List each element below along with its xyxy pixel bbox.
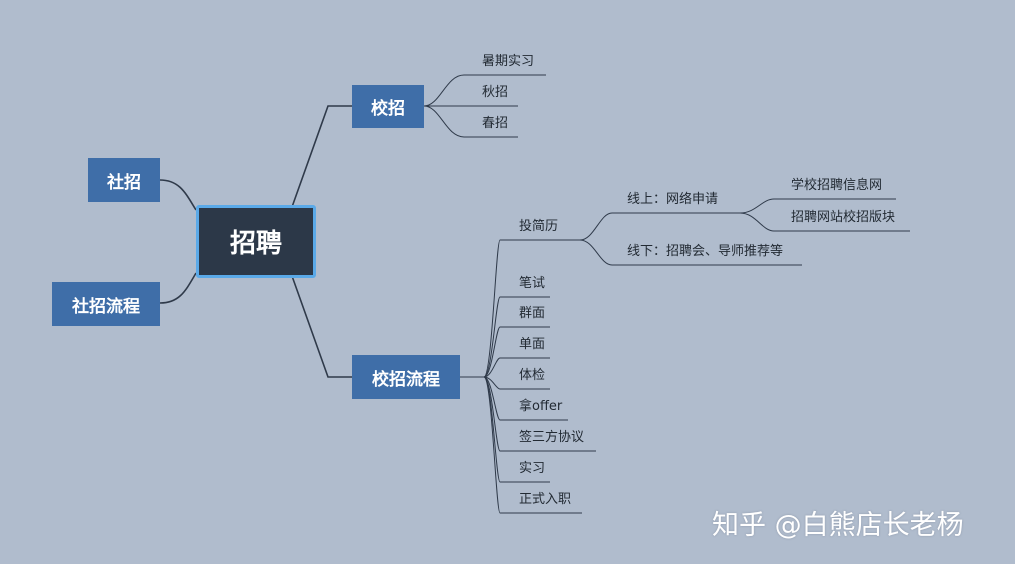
- node-shezhao[interactable]: 社招: [88, 158, 160, 202]
- node-xiaozhao-label: 校招: [371, 99, 405, 119]
- node-shezhao-liucheng-label: 社招流程: [72, 296, 140, 317]
- leaf-online-apply[interactable]: 线上：网络申请: [627, 192, 719, 207]
- line-xiaozhao-1: [423, 74, 546, 107]
- line-online-2: [739, 212, 910, 232]
- line-liucheng-4: [483, 357, 550, 378]
- watermark: 知乎 @白熊店长老杨: [712, 510, 964, 541]
- line-root-shezhao: [159, 179, 197, 211]
- leaf-bishi[interactable]: 笔试: [519, 276, 546, 291]
- node-xiaozhao-liucheng-label: 校招流程: [372, 369, 440, 390]
- leaf-job-site-campus[interactable]: 招聘网站校招版块: [791, 210, 896, 225]
- leaf-chunzhao[interactable]: 春招: [482, 116, 509, 131]
- root-node-label: 招聘: [229, 229, 282, 259]
- leaf-tou-jianli[interactable]: 投简历: [519, 219, 559, 234]
- leaf-qunmian[interactable]: 群面: [519, 306, 546, 321]
- leaf-danmian[interactable]: 单面: [519, 337, 546, 352]
- line-liucheng-9: [483, 376, 582, 514]
- leaf-shuqi-shixi[interactable]: 暑期实习: [482, 54, 535, 69]
- line-root-xiaozhao: [291, 105, 352, 208]
- line-toujianli-offline: [579, 239, 802, 266]
- line-liucheng-1: [460, 239, 580, 378]
- node-shezhao-label: 社招: [107, 172, 141, 193]
- node-xiaozhao[interactable]: 校招: [352, 85, 424, 128]
- leaf-shixi[interactable]: 实习: [519, 461, 546, 476]
- leaf-tijian[interactable]: 体检: [519, 368, 546, 383]
- root-node[interactable]: 招聘: [196, 205, 316, 278]
- leaf-zhengshi-ruzhi[interactable]: 正式入职: [519, 492, 572, 507]
- line-online-1: [739, 198, 896, 214]
- line-root-liucheng: [291, 275, 352, 378]
- line-root-shezhaoliucheng: [159, 272, 197, 304]
- line-liucheng-3: [483, 326, 550, 378]
- leaf-offline-apply[interactable]: 线下：招聘会、导师推荐等: [627, 244, 784, 259]
- line-liucheng-5: [483, 376, 550, 390]
- leaf-qiuzhao[interactable]: 秋招: [482, 85, 509, 100]
- node-xiaozhao-liucheng[interactable]: 校招流程: [352, 355, 460, 399]
- line-liucheng-2: [483, 296, 550, 378]
- leaf-na-offer[interactable]: 拿offer: [519, 399, 563, 414]
- leaf-school-job-site[interactable]: 学校招聘信息网: [791, 178, 883, 193]
- line-toujianli-online: [579, 212, 740, 241]
- leaf-qian-sanfang[interactable]: 签三方协议: [519, 430, 585, 445]
- line-xiaozhao-3: [423, 105, 518, 138]
- node-shezhao-liucheng[interactable]: 社招流程: [52, 282, 160, 326]
